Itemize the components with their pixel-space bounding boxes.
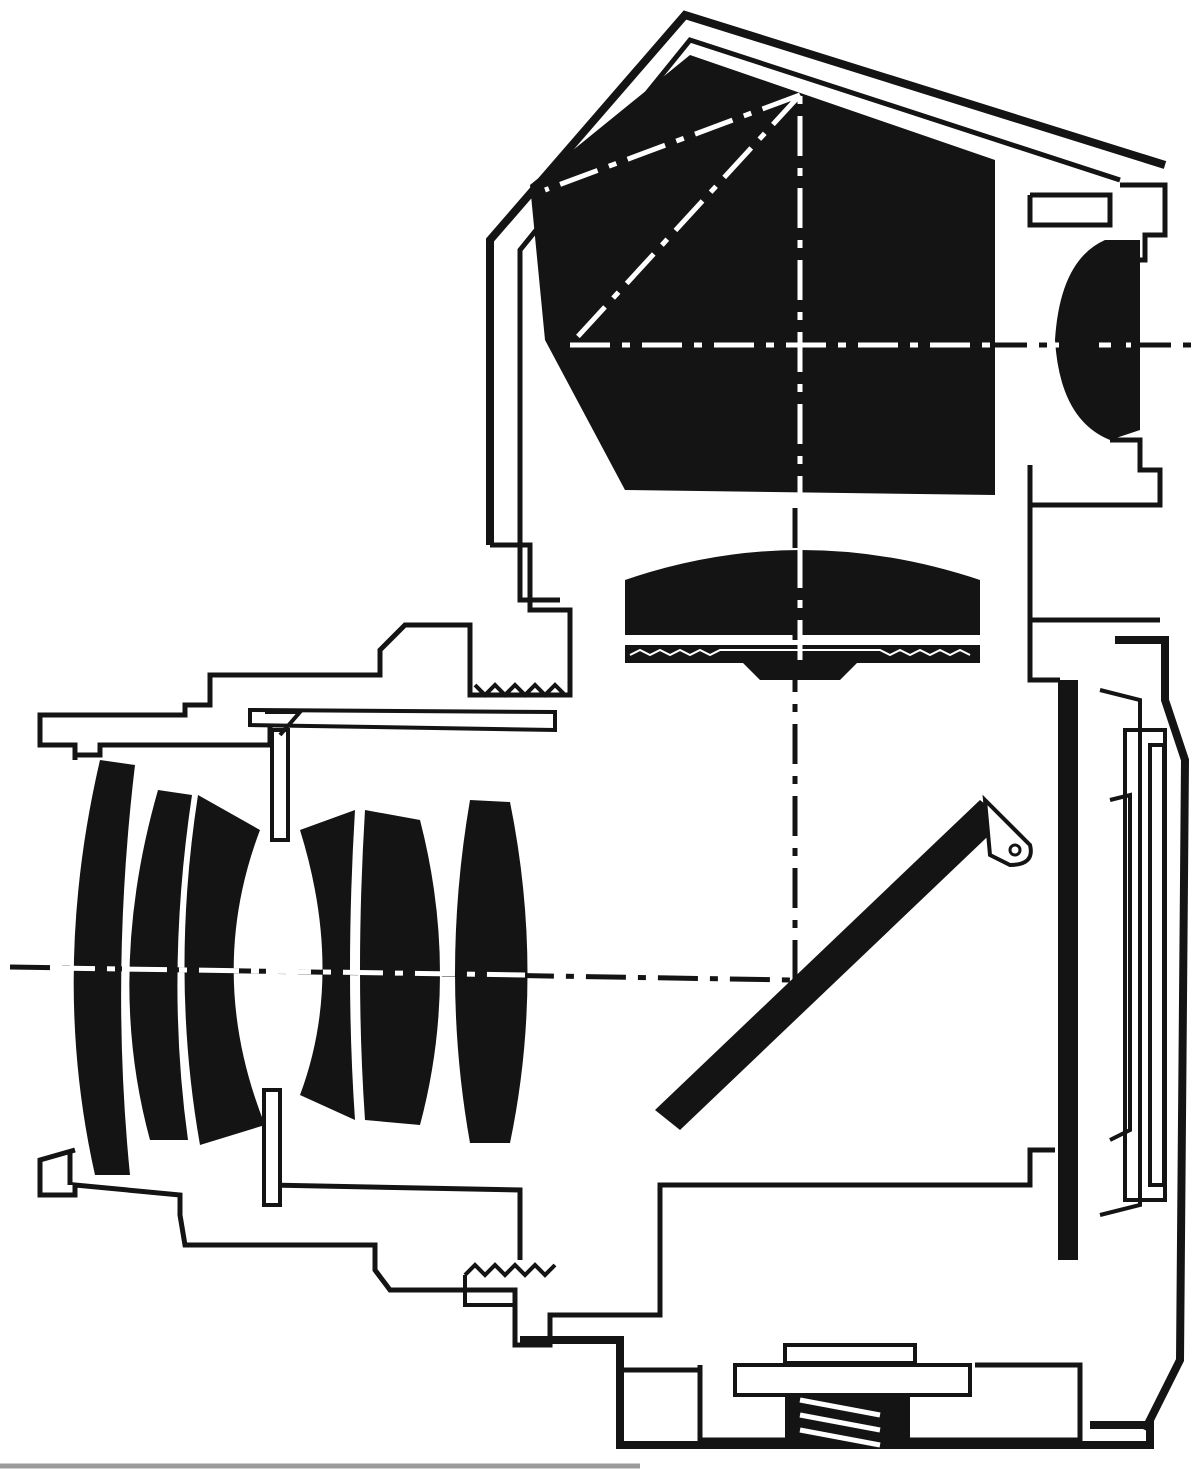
reflex-mirror — [655, 794, 1033, 1130]
film-plane — [1058, 680, 1078, 1260]
pressure-plate — [1099, 688, 1167, 1217]
objective-lens-group — [73, 760, 528, 1175]
condenser-lens — [625, 550, 980, 635]
aperture-diaphragm — [248, 707, 557, 1207]
optical-axis-lines — [9, 92, 1195, 983]
pentaprism — [530, 55, 995, 495]
tripod-socket — [733, 1343, 972, 1448]
lens-mount-threads — [463, 682, 567, 1307]
eyepiece-lens — [1055, 240, 1140, 440]
camera-body-outline — [37, 10, 1190, 1449]
